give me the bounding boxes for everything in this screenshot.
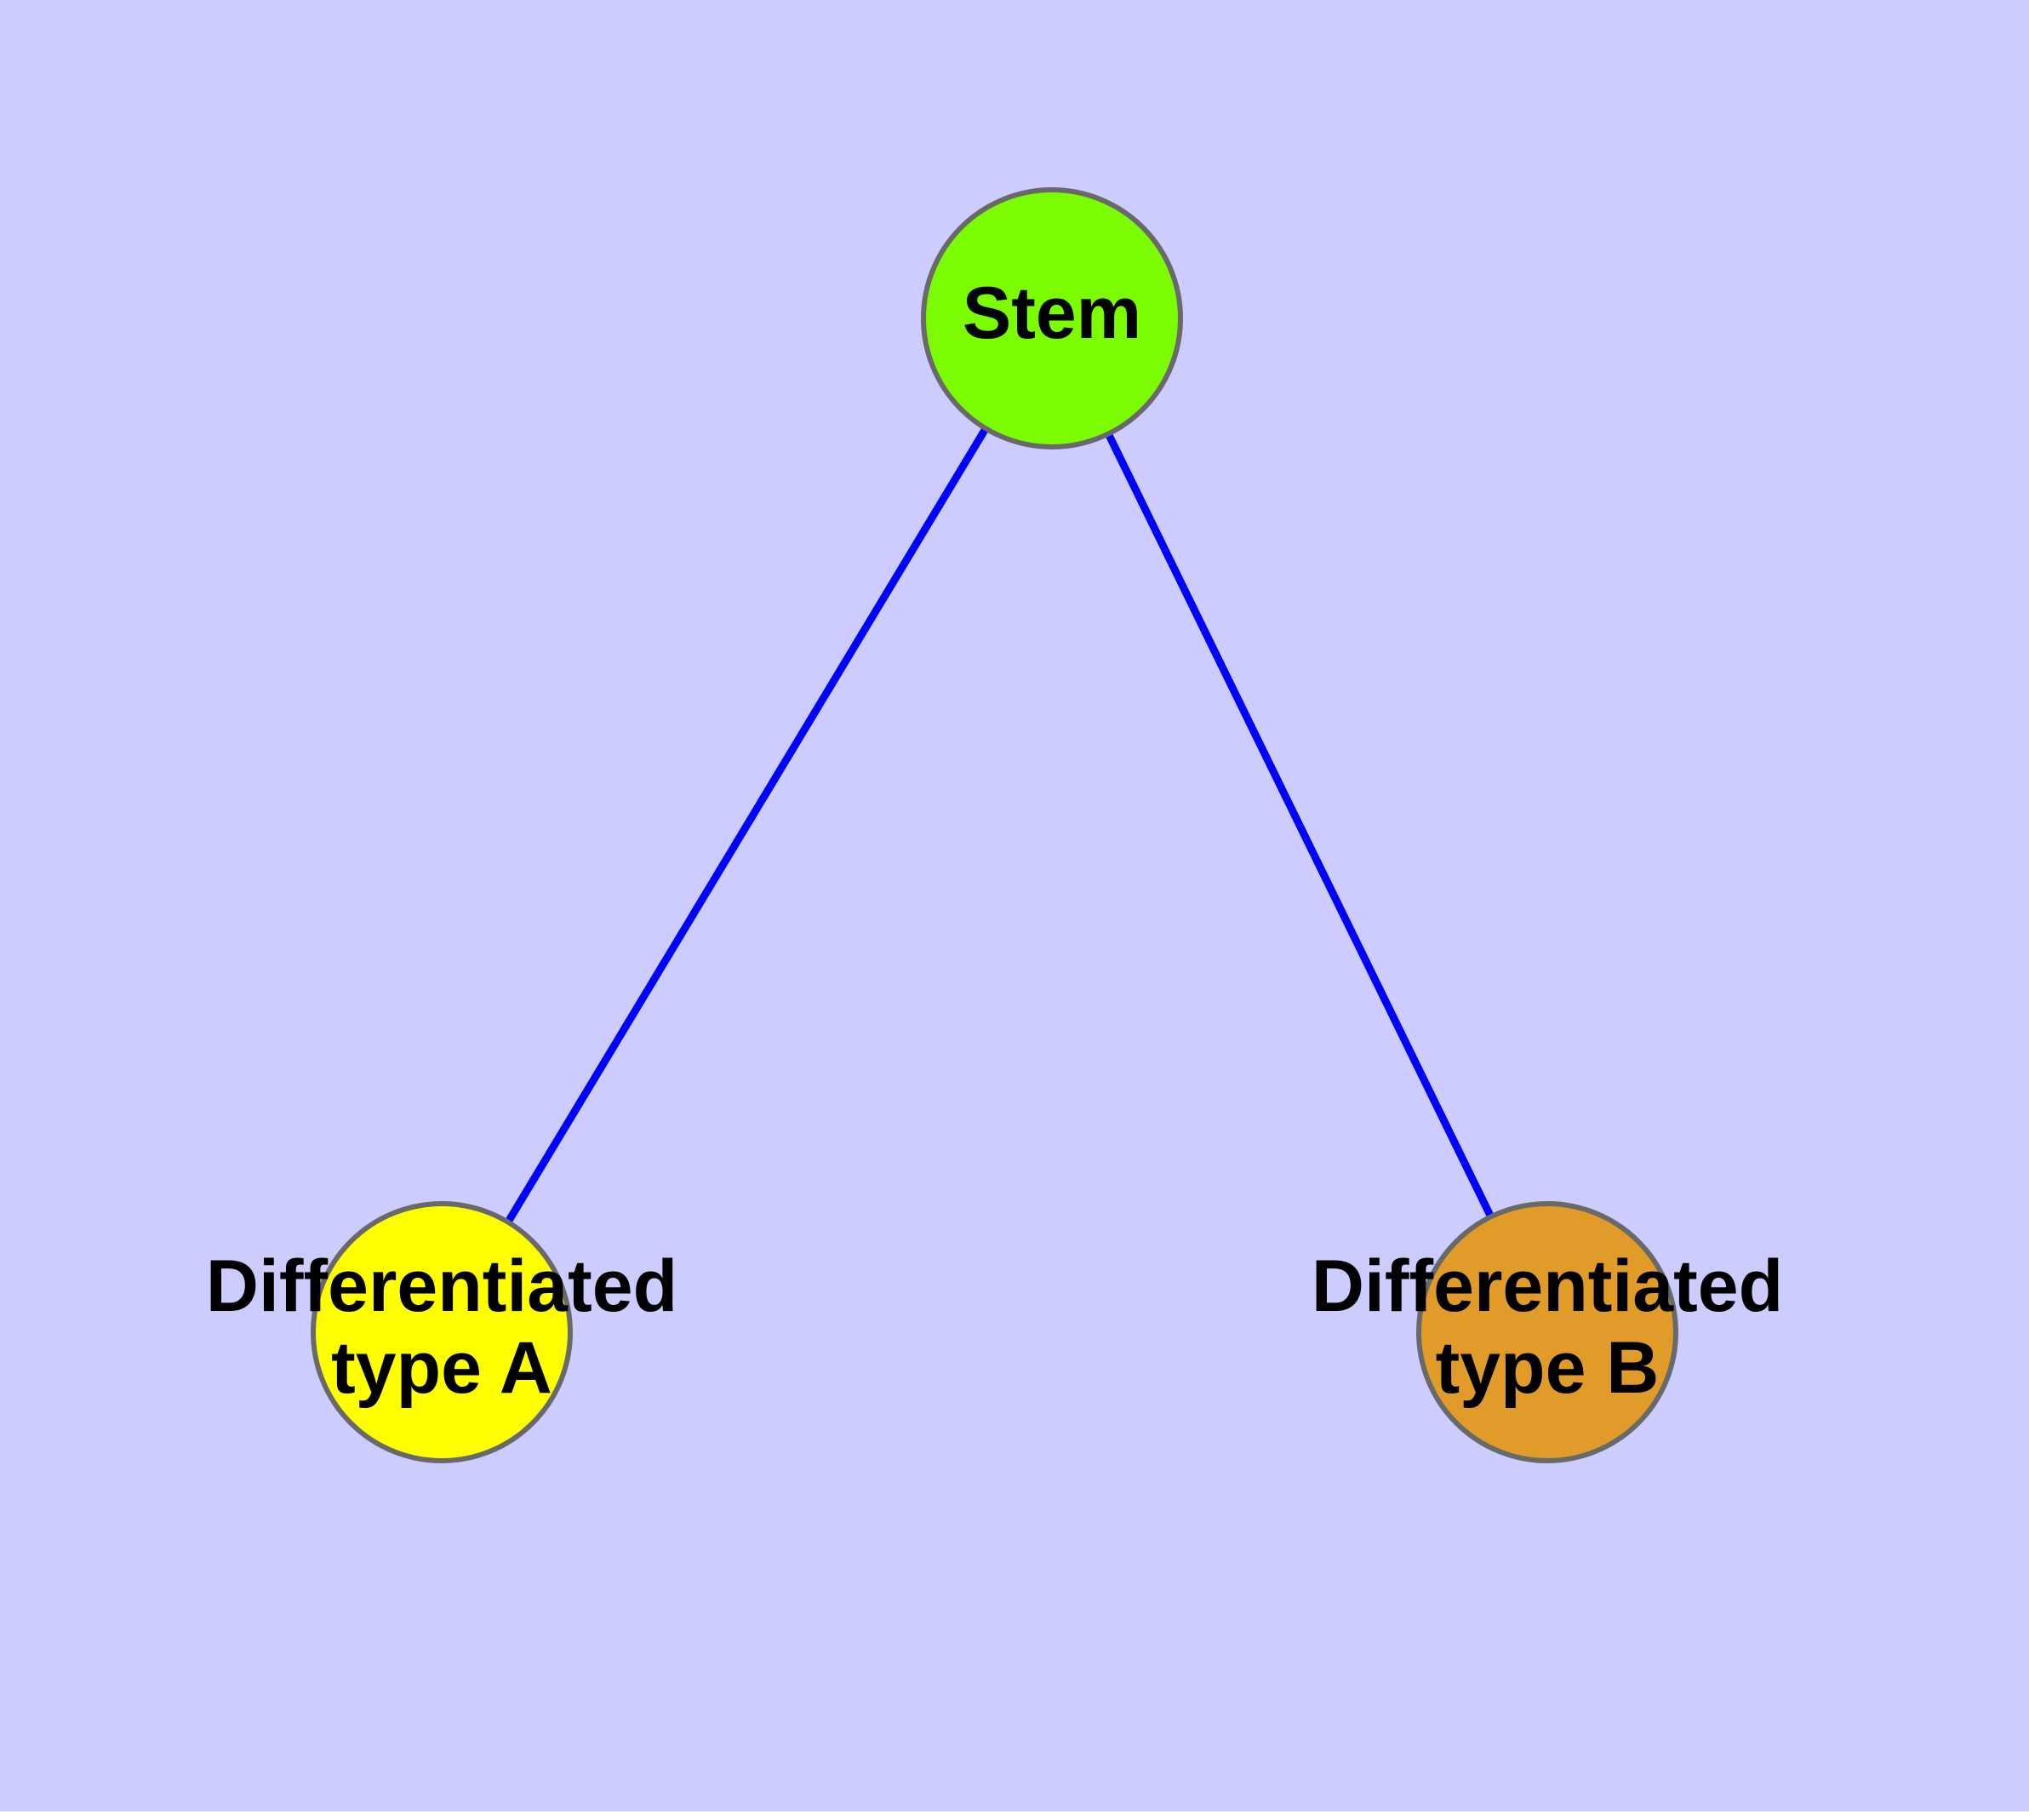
node-diff_b[interactable] bbox=[1416, 1201, 1678, 1463]
node-label-line: Differentiated bbox=[206, 1245, 677, 1327]
node-label-line: type B bbox=[1436, 1327, 1660, 1409]
node-label-line: Stem bbox=[963, 272, 1141, 354]
node-label-line: Differentiated bbox=[1312, 1245, 1783, 1327]
edge-stem-to-diff_a bbox=[505, 426, 989, 1224]
edge-stem-to-diff_b bbox=[1105, 432, 1495, 1219]
node-stem[interactable] bbox=[921, 187, 1183, 449]
node-label-stem: Stem bbox=[963, 272, 1141, 354]
node-group bbox=[311, 187, 1678, 1463]
node-label-line: type A bbox=[331, 1327, 552, 1409]
node-diff_a[interactable] bbox=[311, 1201, 573, 1463]
edge-group bbox=[505, 426, 1495, 1224]
